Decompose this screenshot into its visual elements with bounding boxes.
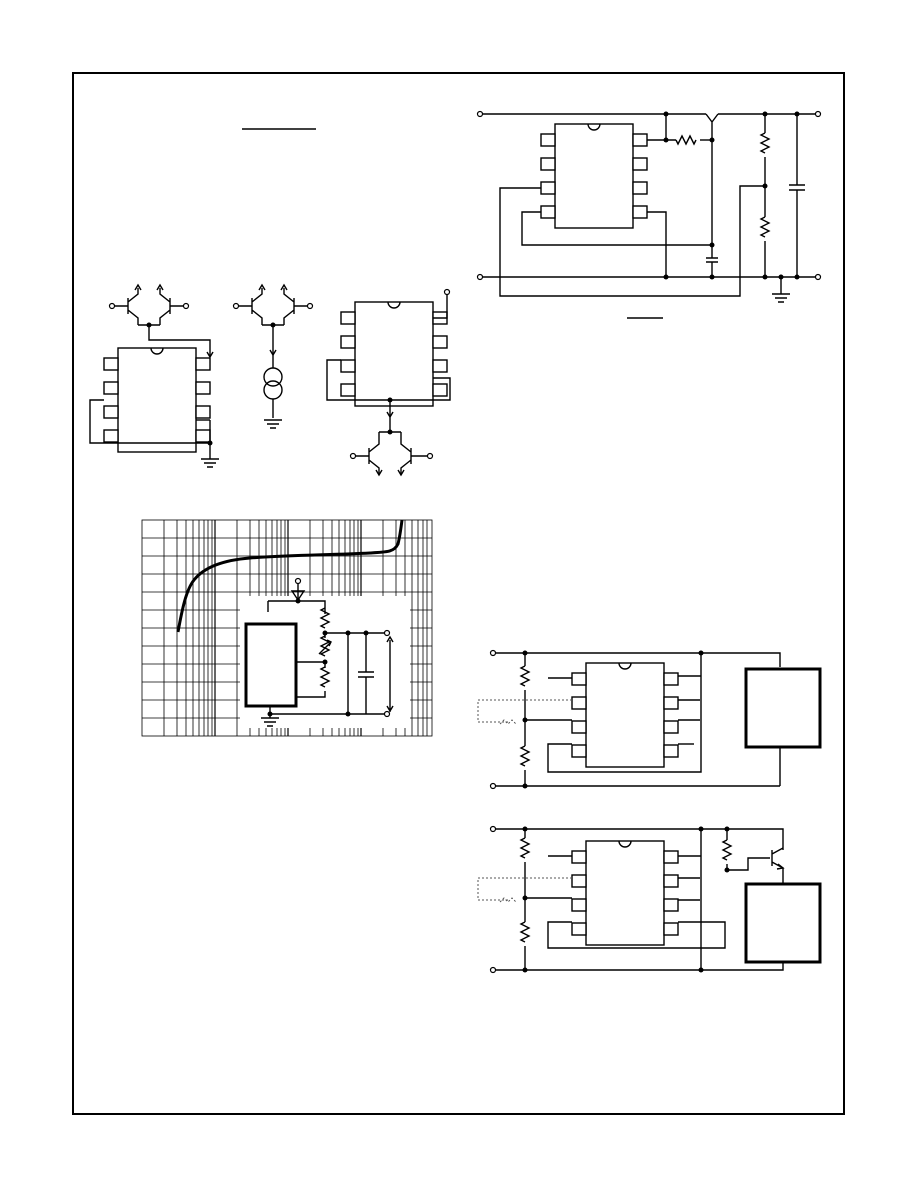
top-right-regulator-circuit (476, 110, 822, 303)
left-transistor-pair-circuit (89, 283, 220, 468)
ic-drives-transistor-pair (326, 288, 451, 477)
ic-8pin (540, 123, 648, 229)
ic-load-circuit-1 (477, 649, 822, 790)
inset-test-circuit (240, 577, 410, 728)
ic-load-circuit-2 (477, 825, 822, 974)
series-curve (176, 519, 404, 633)
page-frame (72, 72, 845, 1115)
characteristic-graph (141, 519, 433, 737)
current-source-circuit (232, 283, 314, 429)
